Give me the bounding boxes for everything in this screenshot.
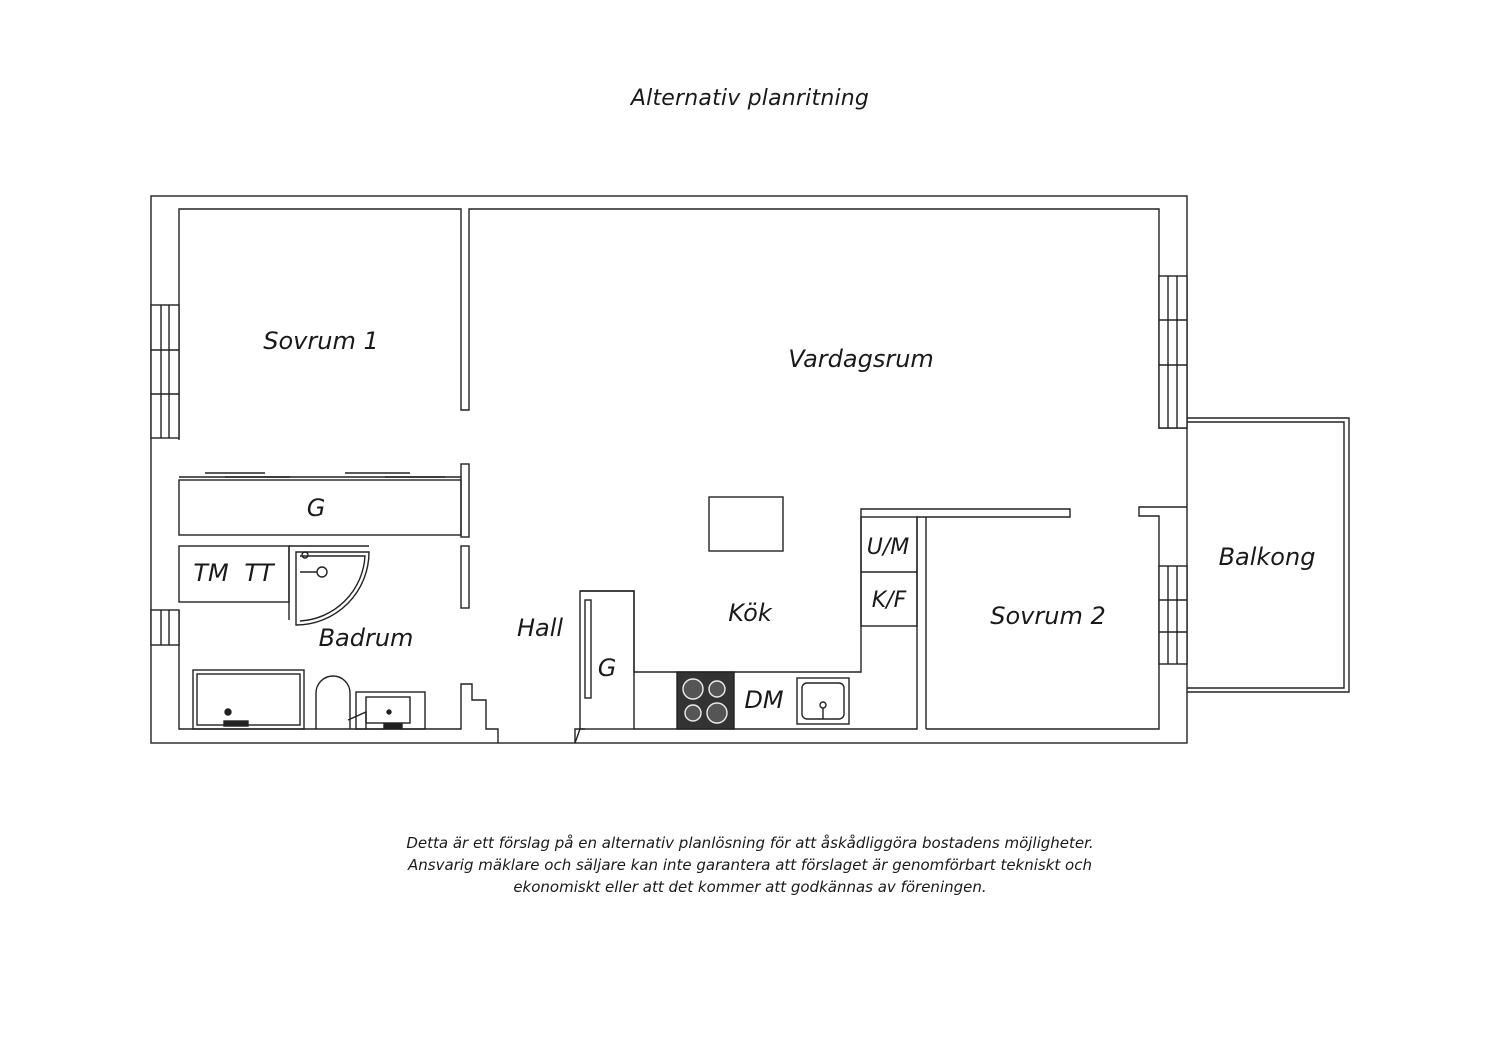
window-left-bottom bbox=[150, 609, 180, 646]
label-tt: TT bbox=[244, 559, 276, 587]
shower bbox=[295, 551, 370, 626]
wardrobe-top bbox=[178, 463, 470, 538]
toilet bbox=[315, 675, 367, 729]
outer-walls bbox=[150, 195, 1188, 744]
disclaimer-line-2: Ansvarig mäklare och säljare kan inte ga… bbox=[407, 856, 1092, 874]
kitchen-island bbox=[708, 496, 784, 552]
interior-walls bbox=[178, 545, 470, 620]
label-vardagsrum: Vardagsrum bbox=[788, 345, 934, 373]
kitchen-appliances bbox=[860, 516, 918, 627]
label-kf: K/F bbox=[872, 588, 907, 613]
disclaimer-line-1: Detta är ett förslag på en alternativ pl… bbox=[406, 834, 1094, 852]
stove bbox=[676, 671, 735, 730]
label-hall: Hall bbox=[517, 614, 563, 642]
window-left-top bbox=[150, 304, 180, 439]
window-right-bottom bbox=[1158, 565, 1188, 665]
bathtub bbox=[192, 669, 305, 730]
label-sovrum-1: Sovrum 1 bbox=[263, 327, 378, 355]
plan-title: Alternativ planritning bbox=[630, 86, 870, 111]
disclaimer: Detta är ett förslag på en alternativ pl… bbox=[0, 832, 1500, 898]
disclaimer-line-3: ekonomiskt eller att det kommer att godk… bbox=[513, 878, 987, 896]
kitchen-sink bbox=[796, 677, 850, 725]
label-badrum: Badrum bbox=[319, 624, 414, 652]
label-wardrobe-hall: G bbox=[598, 654, 617, 682]
label-sovrum-2: Sovrum 2 bbox=[990, 602, 1105, 630]
label-balkong: Balkong bbox=[1219, 543, 1316, 571]
label-wardrobe-top: G bbox=[307, 494, 326, 522]
balcony-outline bbox=[1187, 417, 1350, 693]
label-tm: TM bbox=[193, 559, 229, 587]
label-dm: DM bbox=[744, 686, 783, 714]
label-um: U/M bbox=[867, 535, 910, 560]
wardrobe-hall bbox=[574, 590, 635, 744]
label-kok: Kök bbox=[728, 599, 773, 627]
window-right-top bbox=[1158, 275, 1188, 429]
washbasin bbox=[355, 691, 426, 730]
